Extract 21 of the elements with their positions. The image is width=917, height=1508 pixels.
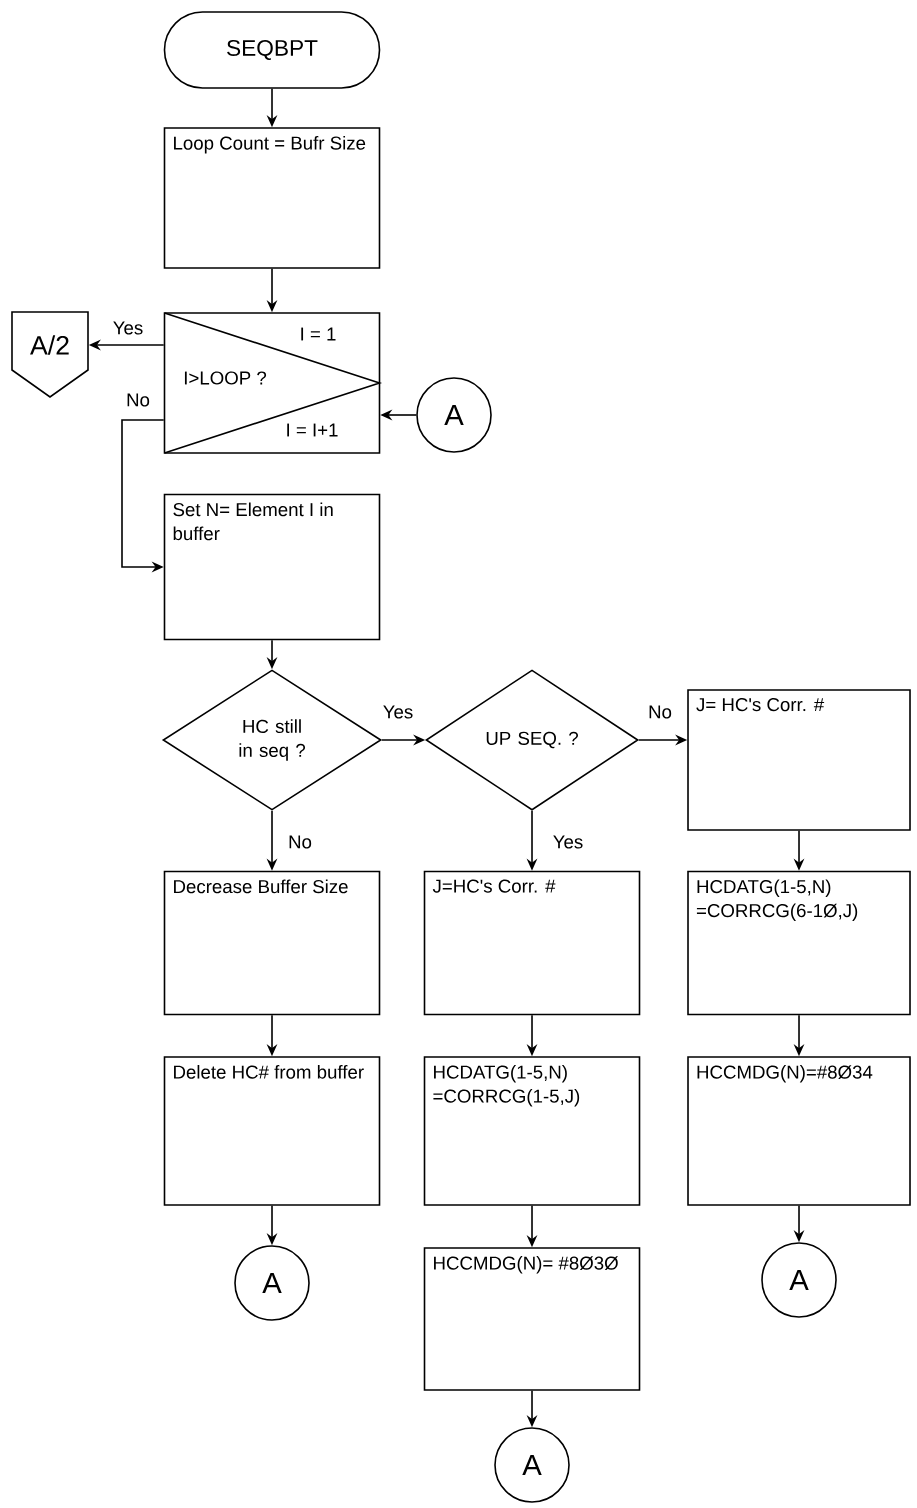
offpage-connector: A/2 xyxy=(11,311,89,398)
start-terminal: SEQBPT xyxy=(163,11,381,89)
edge-label: No xyxy=(124,392,152,408)
process-box: Loop Count = Bufr Size xyxy=(163,127,381,269)
process-box: Delete HC# from buffer xyxy=(163,1056,381,1206)
process-box: HCDATG(1-5,N) =CORRCG(6-1Ø,J) xyxy=(687,870,911,1016)
process-box: Decrease Buffer Size xyxy=(163,870,381,1016)
edge-label: Yes xyxy=(111,320,145,336)
edge-label: Yes xyxy=(381,704,415,720)
process-box: HCCMDG(N)=#8Ø34 xyxy=(687,1056,911,1206)
increment-text: I = I+1 xyxy=(287,423,338,437)
init-text: I = 1 xyxy=(301,327,336,341)
edge-label: Yes xyxy=(551,834,585,850)
process-box: HCCMDG(N)= #8Ø3Ø xyxy=(423,1247,641,1391)
edge-label: No xyxy=(646,704,674,720)
process-box: Set N= Element I in buffer xyxy=(163,493,381,641)
condition-text: I>LOOP ? xyxy=(184,371,267,385)
process-box: J= HC's Corr. # xyxy=(687,689,911,831)
process-box: HCDATG(1-5,N) =CORRCG(1-5,J) xyxy=(423,1056,641,1206)
edge-label: No xyxy=(286,834,314,850)
process-box: J=HC's Corr. # xyxy=(423,870,641,1016)
